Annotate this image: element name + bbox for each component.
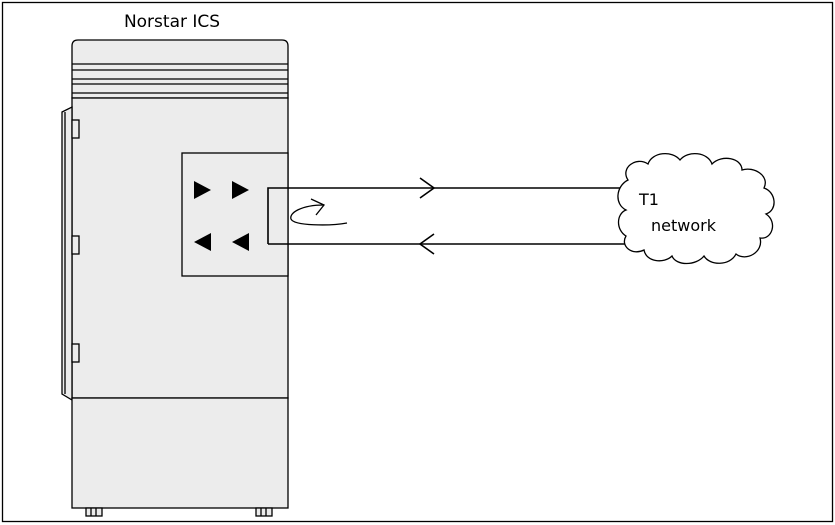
door-hinge [71, 119, 80, 139]
port-arrows [194, 181, 249, 251]
network-label-line2: network [651, 216, 717, 235]
chevron-right-icon [419, 177, 436, 199]
network-label-line1: T1 [638, 190, 659, 209]
right-arrow-icon [232, 181, 249, 199]
cabinet-foot [255, 507, 273, 517]
loopback-icon [290, 198, 348, 226]
cabinet-foot [85, 507, 103, 517]
right-arrow-icon [194, 181, 211, 199]
left-arrow-icon [232, 233, 249, 251]
t1-transmit-line [267, 187, 628, 244]
left-arrow-icon [194, 233, 211, 251]
cabinet-top-cap [71, 39, 289, 99]
cabinet-door [61, 105, 73, 402]
chevron-left-icon [418, 233, 435, 255]
t1-network-cloud [617, 153, 775, 265]
door-hinge [71, 235, 80, 255]
t1-interface-panel [181, 152, 289, 277]
cabinet-base [71, 397, 289, 509]
norstar-ics-cabinet [61, 39, 289, 517]
door-hinge [71, 343, 80, 363]
device-label: Norstar ICS [124, 12, 220, 32]
